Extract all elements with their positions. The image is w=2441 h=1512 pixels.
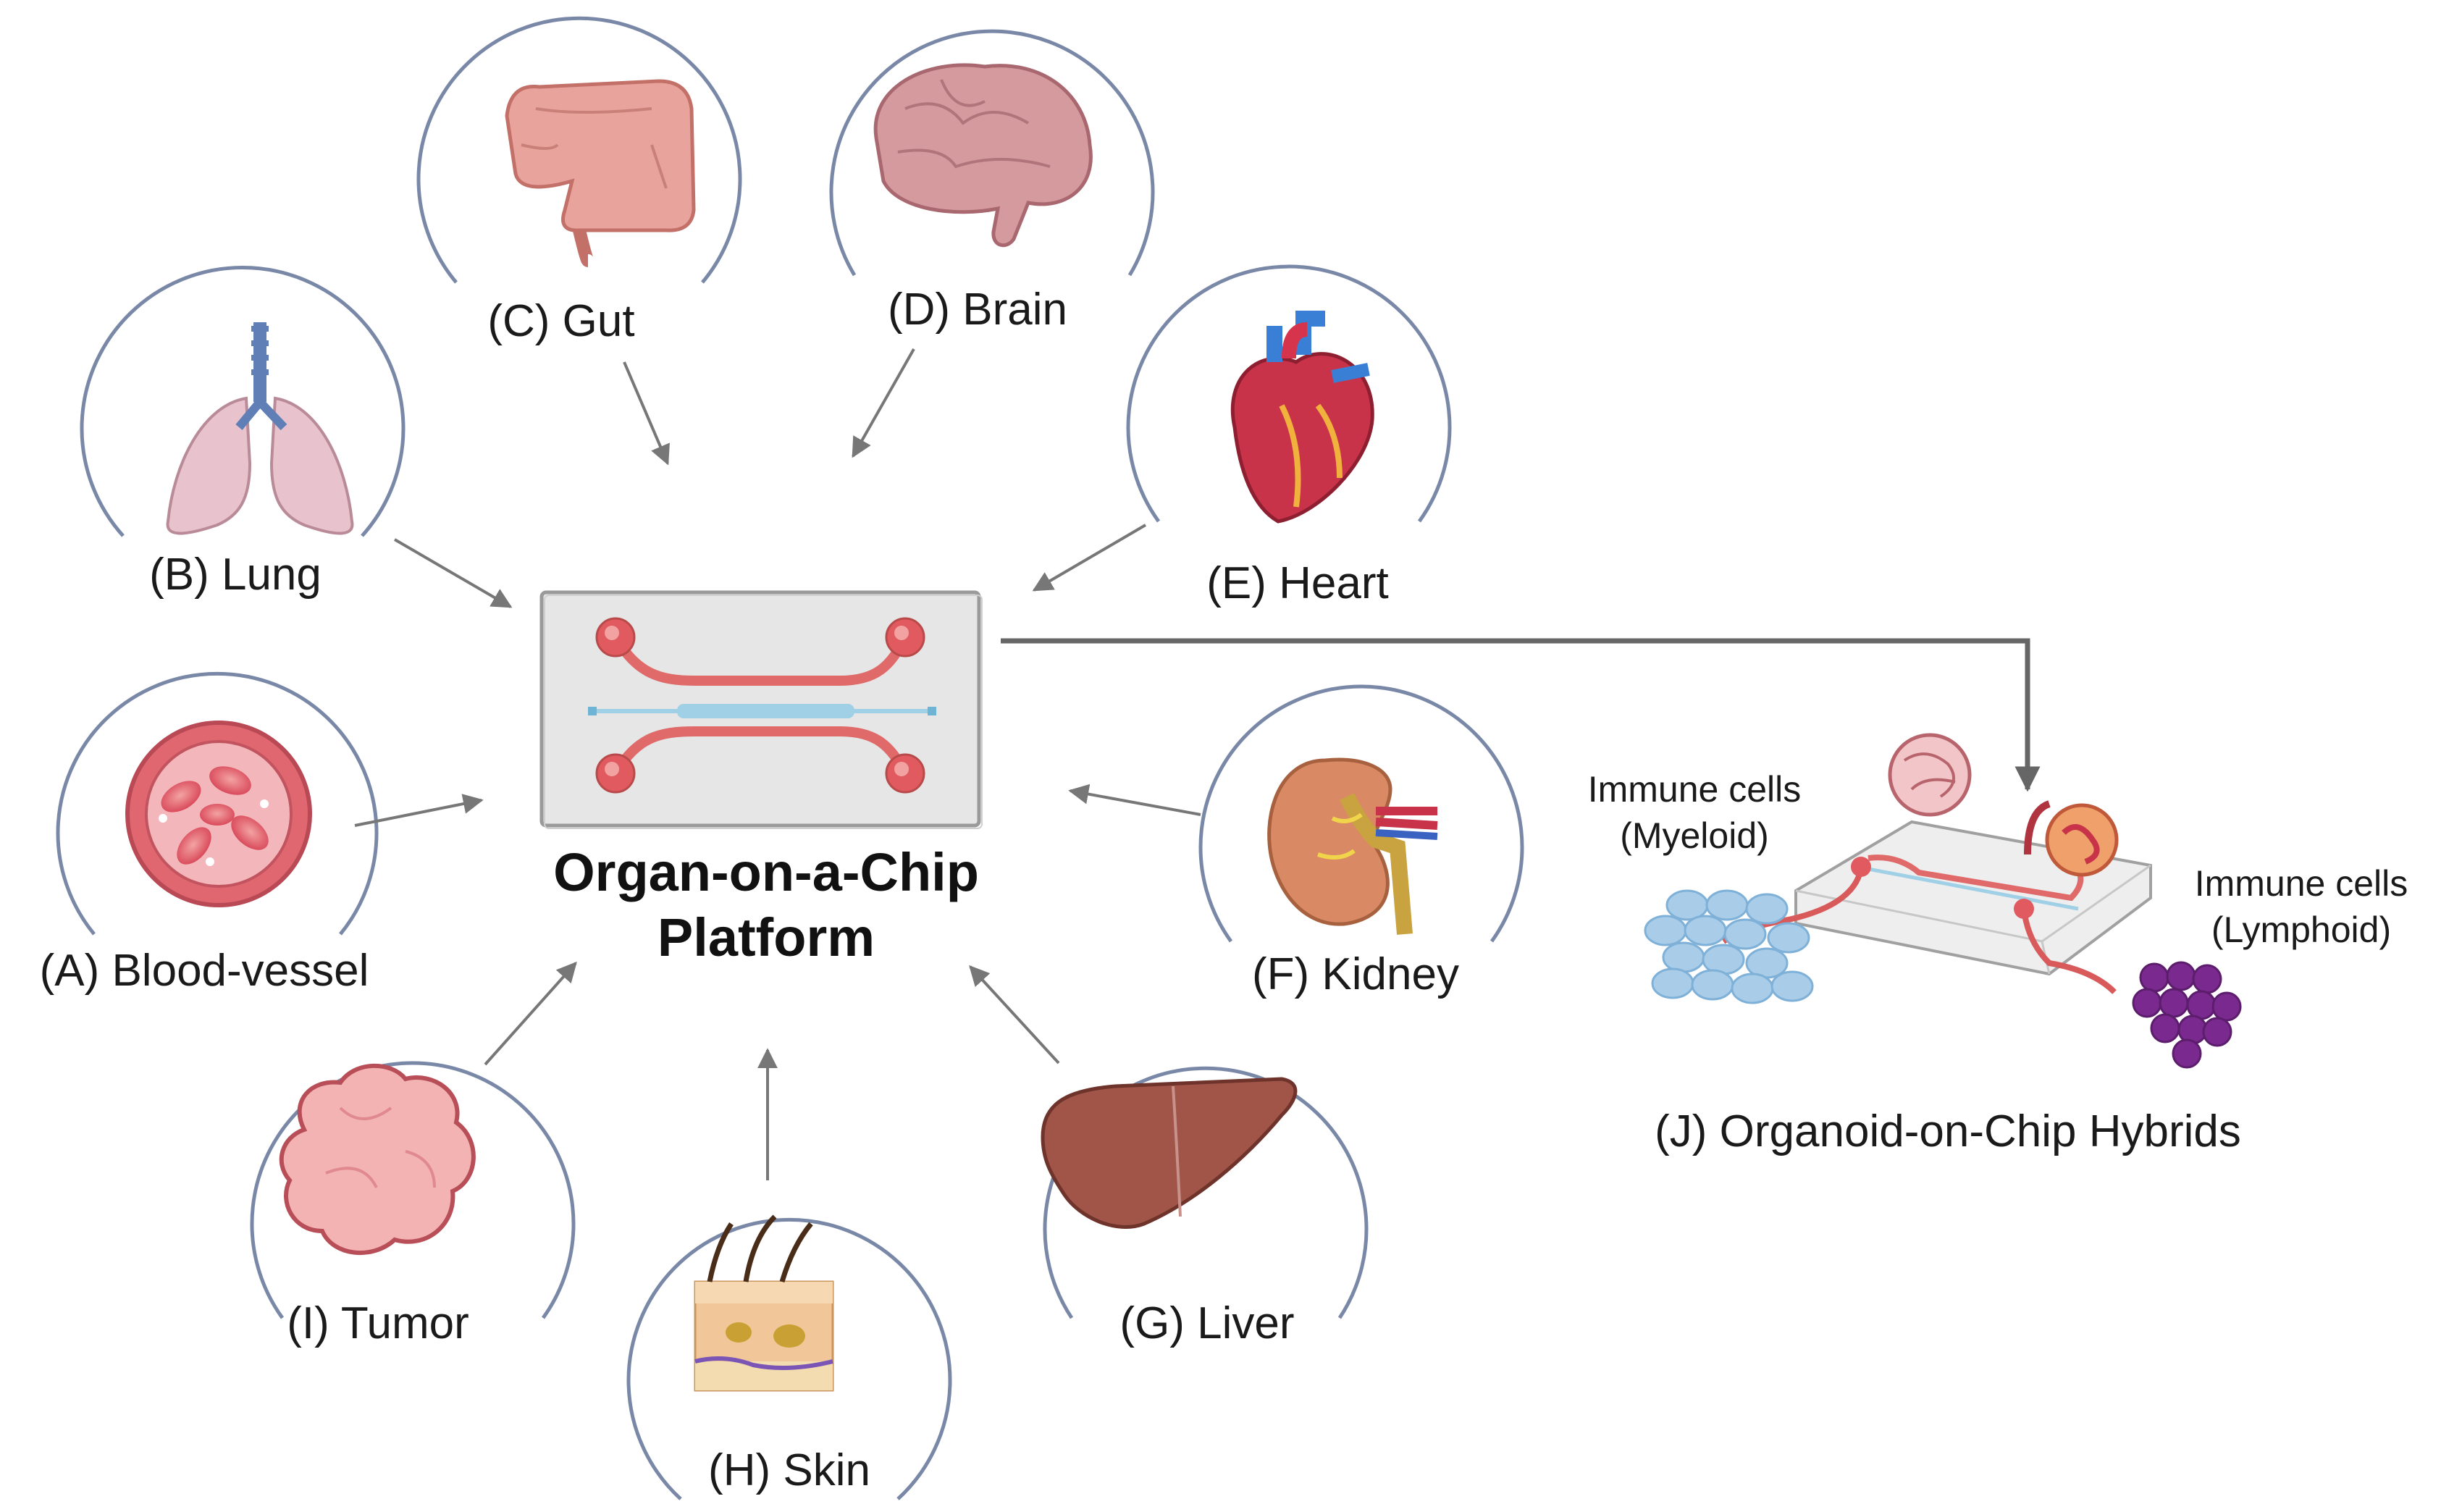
label-skin: (H) Skin [708,1445,870,1495]
center-title-line2: Platform [657,907,875,967]
heart-icon [1230,311,1374,524]
label-liver: (G) Liver [1119,1298,1295,1348]
arrow-kidney [1068,784,1201,816]
brain-circle [829,29,1155,277]
label-lymphoid: Immune cells (Lymphoid) [2195,860,2408,953]
label-myeloid-line1: Immune cells [1587,769,1802,810]
label-brain: (D) Brain [887,285,1068,335]
label-myeloid-line2: (Myeloid) [1620,815,1769,856]
arrow-lung [393,538,513,608]
label-myeloid: Immune cells (Myeloid) [1588,766,1802,859]
brain-organoid-icon [1888,733,1972,817]
label-lung: (B) Lung [149,550,322,600]
label-gut: (C) Gut [487,296,635,346]
label-lymphoid-line1: Immune cells [2194,863,2408,904]
skin-icon [694,1214,834,1392]
arrow-tumor [484,961,577,1066]
lung-icon [166,322,354,535]
lymphoid-cells-icon [2132,961,2242,1069]
center-title-line1: Organ-on-a-Chip [553,842,979,902]
label-kidney: (F) Kidney [1252,949,1459,999]
heart-circle [1126,264,1452,523]
kidney-organoid-icon [2045,803,2119,877]
kidney-circle [1198,684,1524,943]
label-hybrid-title: (J) Organoid-on-Chip Hybrids [1655,1106,2241,1156]
arrow-brain [852,348,915,458]
myeloid-cells-icon [1644,889,1814,1004]
liver-icon [1041,1077,1298,1229]
liver-circle [1043,1066,1369,1319]
kidney-icon [1267,757,1438,935]
arrow-heart [1032,524,1147,592]
label-lymphoid-line2: (Lymphoid) [2211,910,2392,950]
gut-icon [505,79,696,267]
skin-circle [626,1217,952,1500]
lung-circle [80,266,406,537]
arrow-blood-vessel [354,794,484,827]
tumor-circle [250,1061,576,1319]
blood-vessel-icon [125,721,312,907]
label-blood-vessel: (A) Blood-vessel [39,946,369,996]
gut-circle [416,16,742,284]
center-title: Organ-on-a-Chip Platform [553,840,979,970]
label-heart: (E) Heart [1206,558,1389,608]
label-tumor: (I) Tumor [287,1298,469,1348]
arrow-liver [969,965,1060,1064]
arrow-gut [623,361,670,466]
blood-vessel-circle [56,671,379,936]
arrow-to-hybrid [1001,638,2041,792]
tumor-icon [279,1063,476,1256]
brain-icon [873,63,1093,248]
organ-chip-device [539,590,983,829]
hybrid-chip-device [1721,733,2152,994]
